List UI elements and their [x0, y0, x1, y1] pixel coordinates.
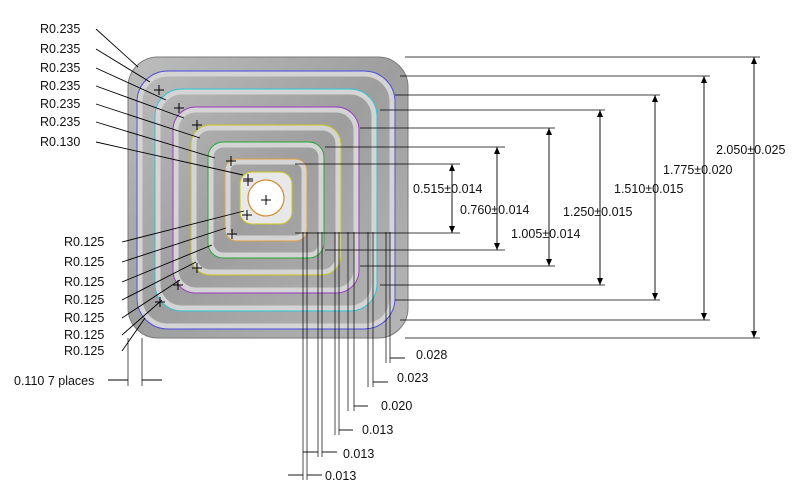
coil-gap-6: [225, 159, 307, 241]
inner-leader-1: [121, 210, 245, 243]
radius-label-outer-2: R0.235: [40, 42, 80, 56]
dim-label-1775: 1.775±0.020: [663, 163, 732, 177]
gap-label-0013-a: 0.013: [362, 423, 393, 437]
dim-arrow-bottom-6: [701, 313, 707, 320]
coil-gap-2: [155, 89, 377, 311]
vertical-dimension-labels: 0.515±0.014 0.760±0.014 1.005±0.014 1.25…: [413, 143, 785, 241]
coil-trace-6: [224, 158, 308, 242]
outer-leader-7: [95, 141, 244, 176]
coil-gap-4: [191, 125, 341, 275]
outer-leader-1: [95, 28, 139, 68]
dim-label-1005: 1.005±0.014: [511, 227, 580, 241]
radius-label-outer-6: R0.235: [40, 115, 80, 129]
dim-arrow-bottom-5: [652, 293, 658, 300]
dim-arrow-bottom-1: [449, 226, 455, 233]
coil-trace-1: [136, 70, 396, 330]
coil-trace-3: [172, 106, 360, 294]
radius-label-inner-4: R0.125: [64, 293, 104, 307]
inner-leader-7: [121, 317, 146, 352]
gap-label-0013-b: 0.013: [343, 447, 374, 461]
dim-arrow-top-3: [546, 128, 552, 135]
coil-gap-5: [208, 142, 324, 258]
radius-label-inner-6: R0.125: [64, 328, 104, 342]
radius-label-inner-1: R0.125: [64, 235, 104, 249]
dim-arrow-top-2: [494, 147, 500, 154]
dimension-lines: [108, 57, 757, 480]
gap-label-0023: 0.023: [397, 371, 428, 385]
dim-arrow-bottom-7: [751, 331, 757, 338]
dim-arrow-top-4: [597, 110, 603, 117]
extension-lines: [295, 56, 760, 339]
outer-leader-4: [95, 85, 185, 119]
coil-gap-1: [137, 71, 395, 329]
dim-arrow-bottom-3: [546, 259, 552, 266]
gap-label-0013-c: 0.013: [325, 469, 356, 483]
radius-label-outer-5: R0.235: [40, 97, 80, 111]
gap-label-0020: 0.020: [381, 399, 412, 413]
coil-trace-2: [154, 88, 378, 312]
outer-leader-6: [95, 121, 216, 159]
inner-leader-4: [121, 261, 197, 301]
dim-arrow-bottom-2: [494, 243, 500, 250]
outer-radius-callouts: R0.235 R0.235 R0.235 R0.235 R0.235 R0.23…: [40, 22, 80, 149]
radius-label-outer-7: R0.130: [40, 135, 80, 149]
radius-leaders: [95, 28, 245, 352]
width-note: 0.110 7 places: [14, 374, 94, 388]
dim-arrow-top-1: [449, 164, 455, 171]
radius-label-outer-1: R0.235: [40, 22, 80, 36]
coil-trace-5: [207, 141, 325, 259]
inner-leader-5: [121, 279, 181, 319]
coil-gap-3: [173, 107, 359, 293]
outer-leader-3: [95, 67, 167, 101]
dim-arrow-top-5: [652, 95, 658, 102]
outer-leader-5: [95, 103, 201, 139]
coil-graphic: [127, 56, 409, 339]
gap-dimension-labels: 0.028 0.023 0.020 0.013 0.013 0.013: [325, 348, 447, 483]
outer-leader-2: [95, 48, 151, 83]
dim-label-0760: 0.760±0.014: [460, 203, 529, 217]
dim-arrow-bottom-4: [597, 278, 603, 285]
dim-arrow-top-7: [751, 57, 757, 64]
dim-label-0515: 0.515±0.014: [413, 182, 482, 196]
radius-label-outer-3: R0.235: [40, 61, 80, 75]
dim-label-1510: 1.510±0.015: [614, 182, 683, 196]
radius-label-outer-4: R0.235: [40, 79, 80, 93]
gap-label-0028: 0.028: [416, 348, 447, 362]
inner-leader-3: [121, 244, 213, 283]
coil-trace-4: [190, 124, 342, 276]
dim-label-1250: 1.250±0.015: [563, 205, 632, 219]
dim-arrow-top-6: [701, 76, 707, 83]
radius-label-inner-3: R0.125: [64, 275, 104, 289]
inner-leader-2: [121, 227, 227, 263]
radius-label-inner-5: R0.125: [64, 311, 104, 325]
inner-radius-callouts: R0.125 R0.125 R0.125 R0.125 R0.125 R0.12…: [64, 235, 104, 358]
dim-label-2050: 2.050±0.025: [716, 143, 785, 157]
radius-label-inner-2: R0.125: [64, 255, 104, 269]
inner-leader-6: [121, 299, 163, 336]
center-marks: [154, 85, 271, 307]
radius-label-inner-7: R0.125: [64, 344, 104, 358]
